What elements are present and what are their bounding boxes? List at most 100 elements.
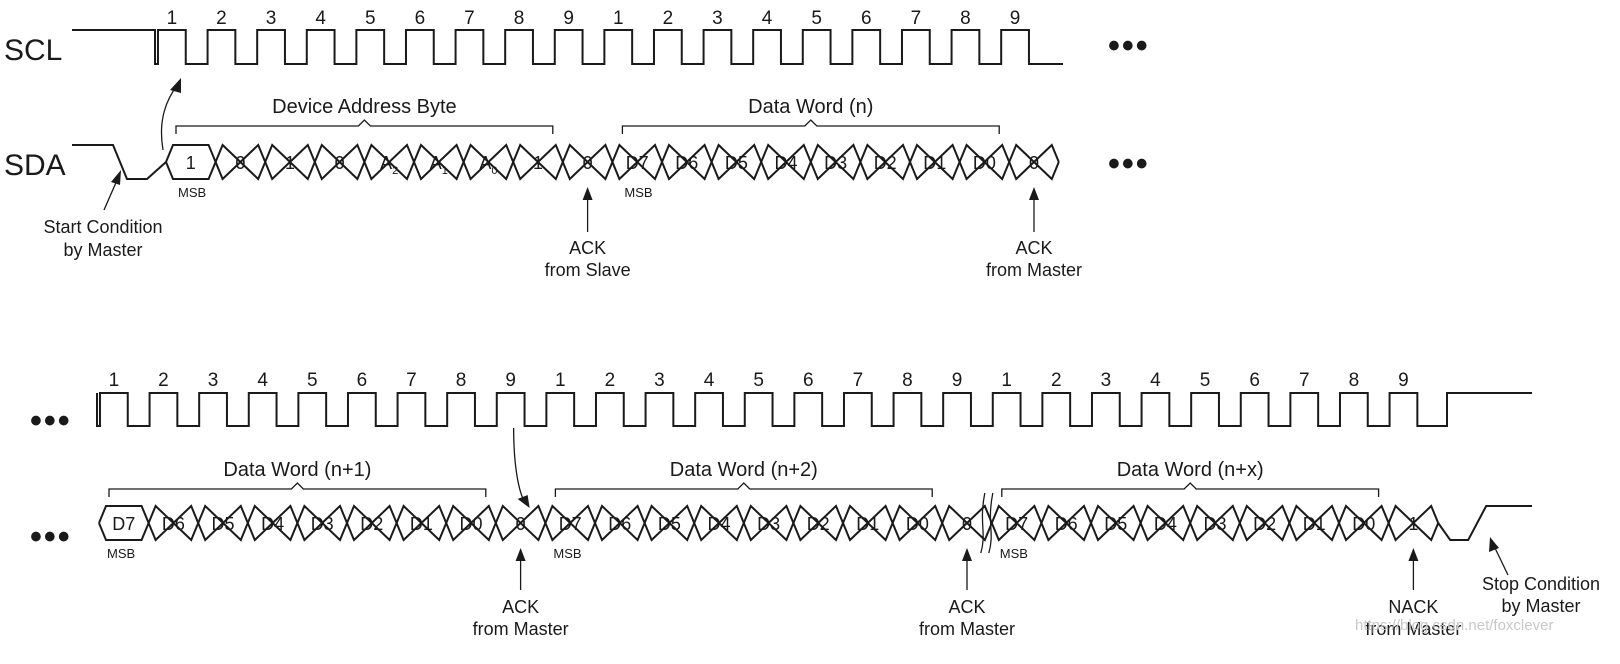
scl-to-sda-curve — [512, 427, 525, 501]
scl-clock-number-bottom-2-0: 1 — [1001, 370, 1012, 391]
ack-arrow-top-1-head — [582, 187, 593, 200]
scl-clock-number-top-0-5: 6 — [415, 8, 426, 29]
sda-cells-top-lower — [165, 143, 1060, 181]
stop-arrow-shaft — [1493, 545, 1509, 576]
ack-label-top-1b: from Slave — [545, 260, 631, 280]
sda-bit-bottom-0-4: D3 — [311, 514, 334, 534]
scl-clock-number-bottom-1-5: 6 — [803, 370, 814, 391]
scl-clock-number-top-1-0: 1 — [613, 8, 624, 29]
scl-clock-number-bottom-0-6: 7 — [406, 370, 417, 391]
scl-clock-number-bottom-0-2: 3 — [208, 370, 219, 391]
sda-bit-bottom-1-5: D2 — [807, 514, 830, 534]
ack-label-top-1a: ACK — [569, 238, 606, 258]
segment-title-top-1: Data Word (n) — [748, 96, 873, 118]
msb-label-top-1: MSB — [624, 185, 652, 200]
sda-bit-top-0-3: 0 — [335, 153, 345, 173]
ack-label-bottom-1a: ACK — [502, 597, 539, 617]
scl-clock-number-bottom-0-4: 5 — [307, 370, 318, 391]
stop-condition-label-1: Stop Condition — [1482, 574, 1600, 594]
scl-clock-number-bottom-0-8: 9 — [505, 370, 516, 391]
sda-bit-top-1-0: D7 — [626, 153, 649, 173]
continuation-dots-bottom-sda: ••• — [30, 518, 72, 556]
sda-bit-top-0-1: 0 — [235, 153, 245, 173]
scl-clock-number-top-0-4: 5 — [365, 8, 376, 29]
scl-clock-number-bottom-1-8: 9 — [952, 370, 963, 391]
scl-clock-number-top-1-8: 9 — [1010, 8, 1021, 29]
segment-title-bottom-2: Data Word (n+x) — [1117, 459, 1264, 481]
sda-bit-bottom-1-0: D7 — [559, 514, 582, 534]
continuation-dots-top-scl: ••• — [1108, 27, 1150, 65]
sda-bit-bottom-0-0: D7 — [112, 514, 135, 534]
break-mark-2 — [988, 492, 994, 554]
stop-condition-label-2: by Master — [1501, 596, 1580, 616]
msb-label-top-0: MSB — [178, 185, 206, 200]
nack-arrow-head — [1408, 548, 1419, 561]
brace-bottom-0 — [108, 482, 487, 497]
scl-clock-number-top-1-3: 4 — [762, 8, 773, 29]
start-to-scl-head — [170, 78, 181, 93]
sda-bit-top-1-1: D6 — [675, 153, 698, 173]
sda-bit-bottom-1-1: D6 — [608, 514, 631, 534]
ack-arrow-bottom-1-head — [515, 548, 526, 561]
sda-bit-top-0-7: 1 — [533, 153, 543, 173]
scl-clock-number-bottom-0-5: 6 — [357, 370, 368, 391]
brace-top-0 — [175, 119, 554, 134]
ack-label-bottom-2a: ACK — [948, 597, 985, 617]
ack-label-bottom-2b: from Master — [919, 619, 1015, 639]
sda-bit-bottom-0-3: D4 — [261, 514, 284, 534]
nack-label-2: from Master — [1365, 619, 1461, 639]
sda-bit-bottom-2-2: D5 — [1104, 514, 1127, 534]
ack-label-top-2b: from Master — [986, 260, 1082, 280]
scl-clock-number-bottom-2-6: 7 — [1299, 370, 1310, 391]
sda-bit-top-1-3: D4 — [774, 153, 797, 173]
ack-label-bottom-1b: from Master — [473, 619, 569, 639]
scl-clock-number-bottom-0-0: 1 — [109, 370, 120, 391]
sda-bit-top-1-4: D3 — [824, 153, 847, 173]
scl-clock-number-bottom-1-4: 5 — [753, 370, 764, 391]
scl-clock-number-bottom-1-7: 8 — [902, 370, 913, 391]
scl-waveform-top — [72, 29, 1063, 65]
sda-bit-bottom-1-7: D0 — [906, 514, 929, 534]
sda-label-top: SDA — [4, 149, 66, 182]
sda-start-condition-top — [72, 144, 167, 180]
watermark: https://blog.csdn.net/foxclever — [1355, 617, 1553, 634]
sda-bit-top-0-2: 1 — [285, 153, 295, 173]
segment-title-bottom-0: Data Word (n+1) — [223, 459, 371, 481]
msb-label-bottom-0: MSB — [107, 546, 135, 561]
scl-clock-number-top-0-7: 8 — [514, 8, 525, 29]
sda-bit-bottom-2-6: D1 — [1303, 514, 1326, 534]
ack-arrow-top-2-head — [1029, 187, 1039, 200]
brace-top-1 — [621, 119, 1000, 134]
start-to-scl-curve — [160, 83, 179, 151]
sda-bit-bottom-0-7: D0 — [459, 514, 482, 534]
sda-cells-bottom-lower — [98, 504, 1440, 542]
brace-bottom-2 — [1001, 482, 1380, 497]
continuation-dots-bottom-scl: ••• — [30, 402, 72, 440]
start-arrow-head — [111, 170, 121, 185]
sda-bit-bottom-2-1: D6 — [1055, 514, 1078, 534]
scl-clock-number-bottom-1-3: 4 — [704, 370, 715, 391]
scl-clock-number-top-0-6: 7 — [464, 8, 475, 29]
scl-clock-number-bottom-2-8: 9 — [1398, 370, 1409, 391]
scl-clock-number-top-0-3: 4 — [315, 8, 326, 29]
msb-label-bottom-1: MSB — [553, 546, 581, 561]
segment-title-top-0: Device Address Byte — [272, 96, 457, 118]
sda-bit-top-1-7: D0 — [973, 153, 996, 173]
sda-ack-bit-bottom-1: 0 — [962, 514, 972, 534]
scl-label-top: SCL — [4, 34, 62, 67]
sda-bit-top-1-5: D2 — [874, 153, 897, 173]
sda-bit-bottom-2-0: D7 — [1005, 514, 1028, 534]
scl-clock-number-bottom-1-6: 7 — [853, 370, 864, 391]
scl-clock-number-bottom-0-3: 4 — [257, 370, 268, 391]
sda-bit-top-1-6: D1 — [923, 153, 946, 173]
sda-bit-bottom-2-3: D4 — [1154, 514, 1177, 534]
scl-clock-number-bottom-1-0: 1 — [555, 370, 566, 391]
scl-clock-number-top-1-4: 5 — [811, 8, 822, 29]
scl-clock-number-top-1-1: 2 — [663, 8, 674, 29]
sda-bit-top-0-0: 1 — [186, 153, 196, 173]
nack-label-1: NACK — [1388, 597, 1438, 617]
sda-bit-bottom-1-6: D1 — [856, 514, 879, 534]
sda-stop-condition — [1437, 505, 1532, 541]
sda-bit-bottom-2-5: D2 — [1253, 514, 1276, 534]
